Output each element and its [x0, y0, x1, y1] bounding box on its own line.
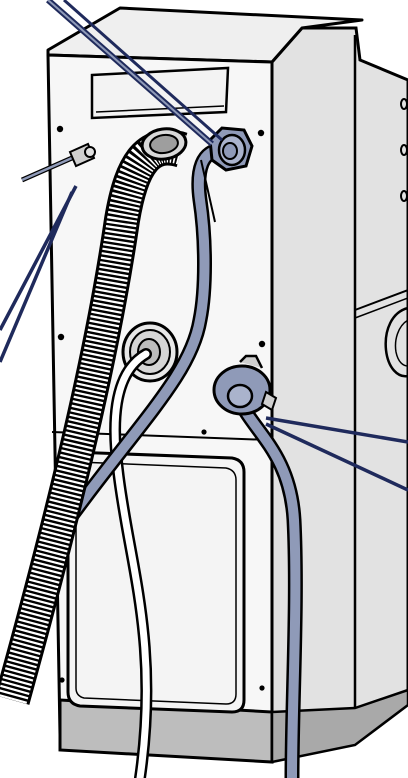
- callout-leader-line: [63, 0, 223, 142]
- callout-leaders: [0, 0, 408, 492]
- side-module-divider-2: [354, 297, 408, 319]
- side-screw-icon: [400, 98, 408, 110]
- lower-water-inlet-hose: [230, 388, 303, 778]
- rear-vent-slot: [90, 66, 230, 120]
- side-port-icon: [384, 306, 408, 378]
- callout-leader-line: [0, 191, 74, 363]
- side-base-plinth: [270, 688, 408, 764]
- panel-screw-icon: [258, 340, 266, 348]
- callout-leader-line: [265, 422, 408, 492]
- panel-screw-icon: [59, 677, 65, 683]
- side-port-inner-icon: [394, 319, 408, 367]
- side-module-divider: [354, 289, 408, 311]
- corrugated-drain-hose: [0, 127, 188, 705]
- panel-screw-icon: [57, 333, 65, 341]
- side-screw-icon: [400, 144, 408, 156]
- callout-leader-line: [265, 416, 408, 444]
- lower-inlet-fitting-icon: [212, 354, 278, 416]
- panel-screw-icon: [201, 429, 207, 435]
- upper-water-inlet-hose: [32, 142, 230, 568]
- panel-screw-icon: [257, 129, 265, 137]
- side-screw-icon: [400, 190, 408, 202]
- panel-screw-icon: [259, 685, 265, 691]
- vent-nipple-icon: [20, 142, 96, 183]
- panel-screw-icon: [56, 125, 64, 133]
- white-inlet-hose: [109, 348, 153, 778]
